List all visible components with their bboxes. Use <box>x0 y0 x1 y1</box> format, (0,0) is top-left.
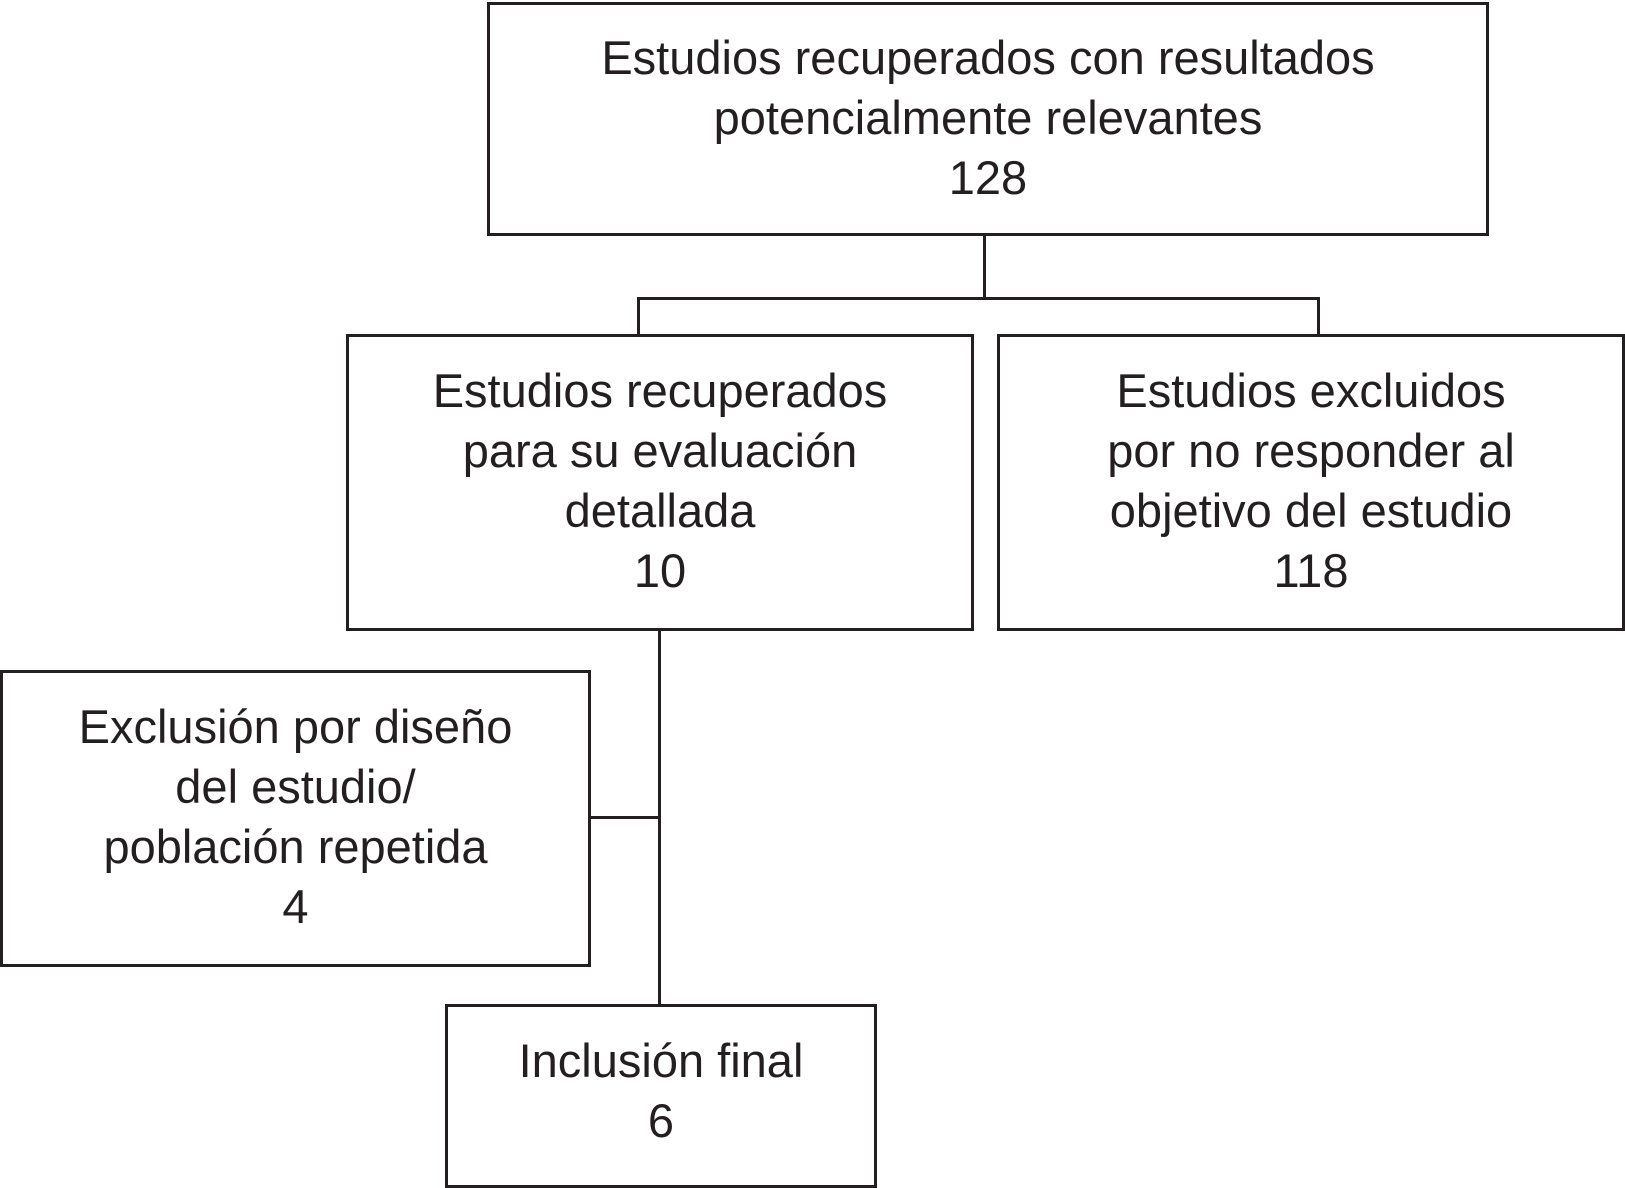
connector-exclusion-branch <box>588 816 661 819</box>
box-excluded-objective-label-line-2: por no responder al <box>1107 424 1515 477</box>
box-excluded-design-label-line-2: del estudio/ <box>175 760 416 813</box>
box-final-label: Inclusión final <box>518 1034 804 1087</box>
box-detailed-label-line-1: Estudios recuperados <box>432 364 888 417</box>
box-excluded-objective-label-line-3: objetivo del estudio <box>1109 484 1513 537</box>
box-excluded-objective-label-line-1: Estudios excluidos <box>1116 364 1506 417</box>
box-excluded-design: Exclusión por diseño del estudio/ poblac… <box>0 670 591 967</box>
connector-right-drop <box>1317 297 1320 335</box>
box-final-count: 6 <box>647 1094 675 1147</box>
box-excluded-design-count: 4 <box>282 880 309 933</box>
connector-left-drop <box>637 297 640 335</box>
box-excluded-design-label-line-1: Exclusión por diseño <box>78 700 513 753</box>
box-detailed-evaluation: Estudios recuperados para su evaluación … <box>346 334 974 631</box>
connector-top-stem <box>983 234 986 300</box>
box-detailed-label-line-3: detallada <box>564 484 756 537</box>
box-retrieved-studies: Estudios recuperados con resultados pote… <box>487 2 1489 236</box>
box-final-inclusion: Inclusión final 6 <box>445 1004 877 1188</box>
box-excluded-design-label-line-3: población repetida <box>103 820 488 873</box>
box-excluded-objective: Estudios excluidos por no responder al o… <box>997 334 1625 631</box>
box-retrieved-label-line-1: Estudios recuperados con resultados <box>601 31 1375 84</box>
box-excluded-objective-count: 118 <box>1273 544 1349 597</box>
connector-split-bar <box>637 297 1320 300</box>
box-detailed-count: 10 <box>633 544 687 597</box>
box-retrieved-label-line-2: potencialmente relevantes <box>713 91 1263 144</box>
box-retrieved-count: 128 <box>948 151 1028 204</box>
box-detailed-label-line-2: para su evaluación <box>462 424 858 477</box>
